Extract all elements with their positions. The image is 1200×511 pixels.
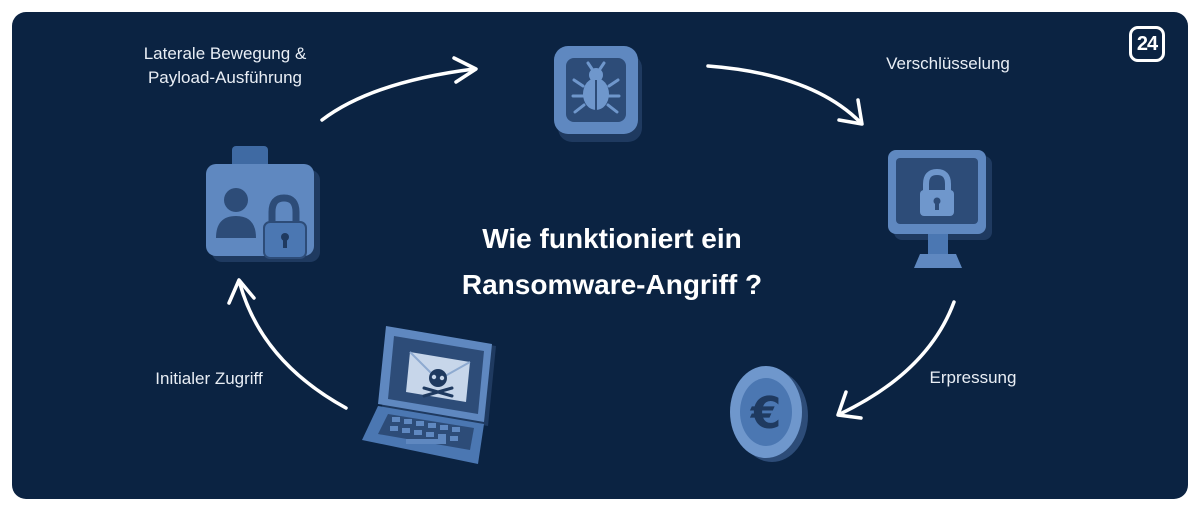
bug-icon [554, 46, 642, 142]
title-line-1: Wie funktioniert ein [482, 223, 742, 254]
diagram-title: Wie funktioniert ein Ransomware-Angriff … [410, 216, 814, 308]
arrow-laptop-to-idcard [238, 282, 348, 410]
arrow-monitor-to-coin [838, 300, 956, 416]
title-line-2: Ransomware-Angriff ? [461, 269, 763, 300]
step-label-line: Verschlüsselung [886, 54, 1010, 73]
arrow-head [227, 278, 256, 305]
svg-text:€: € [750, 388, 782, 439]
step-label-lateral-movement: Laterale Bewegung & Payload-Ausführung [130, 42, 320, 90]
diagram-card: € [12, 12, 1188, 499]
step-label-encryption: Verschlüsselung [868, 52, 1028, 76]
step-label-line: Laterale Bewegung & [143, 44, 307, 63]
euro-coin-icon: € [730, 366, 808, 462]
step-label-line: Payload-Ausführung [147, 68, 303, 87]
step-label-initial-access: Initialer Zugriff [134, 367, 284, 391]
arrow-head [837, 98, 864, 126]
arrow-lateral-to-bug [320, 67, 476, 122]
brand-logo[interactable]: 24 [1129, 26, 1165, 62]
id-card-lock-icon [206, 146, 320, 262]
arrow-bug-to-monitor [706, 64, 862, 124]
step-label-line: Erpressung [929, 368, 1017, 387]
step-label-extortion: Erpressung [918, 366, 1028, 390]
arrow-head [452, 56, 478, 84]
monitor-lock-icon [888, 150, 992, 268]
arrow-head [836, 390, 863, 420]
step-label-line: Initialer Zugriff [155, 369, 263, 388]
laptop-skull-mail-icon [362, 326, 496, 464]
cycle-arrows [227, 56, 956, 420]
